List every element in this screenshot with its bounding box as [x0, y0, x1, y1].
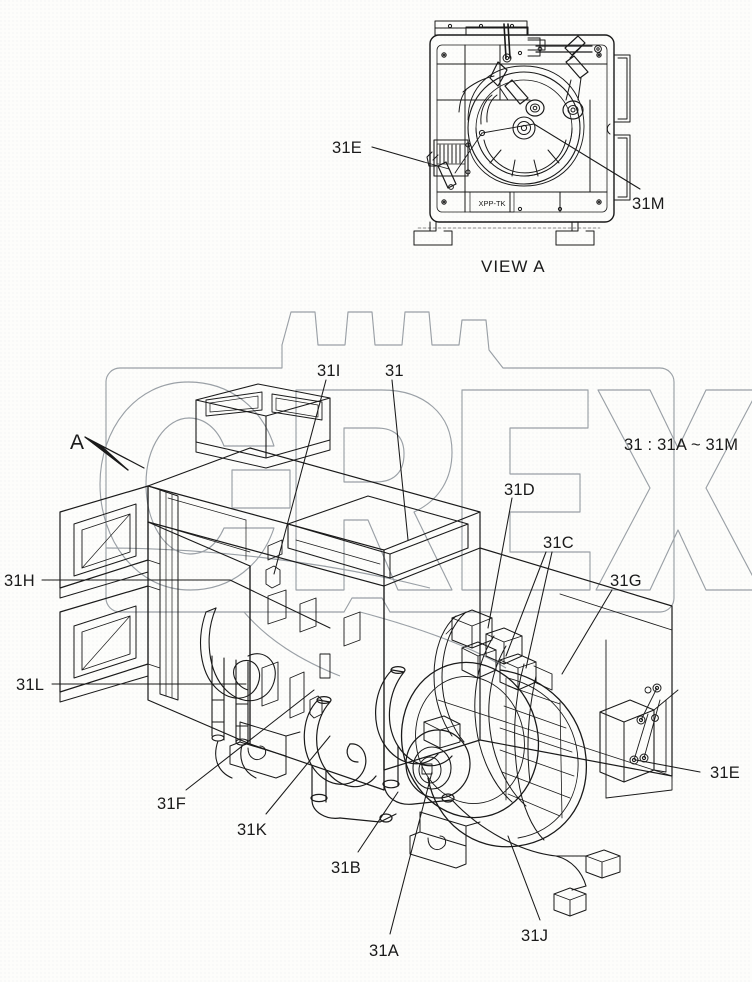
leader-31C-b: [525, 551, 553, 669]
callout-31f: 31F: [157, 795, 187, 813]
watermark-gear-outline: [105, 311, 675, 613]
leader-31M-detail: [533, 123, 641, 190]
resistor-box-right: [599, 683, 679, 783]
leader-lines-main: [41, 379, 701, 935]
watermark-letter-o: [99, 381, 291, 591]
leader-31M-detail-2: [481, 123, 535, 134]
duct-frame-lower: [59, 585, 161, 703]
leader-31J-line: [507, 835, 541, 921]
callout-31h: 31H: [4, 572, 35, 590]
detail-scroll-cowl: [458, 65, 585, 187]
watermark-swash-3: [243, 611, 341, 677]
lower-wire-harness: [451, 799, 621, 917]
hvac-main-body: [147, 447, 673, 799]
detail-linkage-right: [527, 35, 602, 120]
callout-31e-detail: 31E: [332, 139, 362, 157]
detail-linkage-left: [480, 23, 545, 125]
hose-loop-center: [303, 695, 397, 823]
wiring-harness: [433, 611, 545, 841]
callout-31i: 31I: [317, 362, 341, 380]
detail-upper-plate: [465, 26, 546, 51]
watermark-letter-e: [461, 389, 591, 591]
leader-31E-detail-2: [423, 161, 450, 170]
leader-31G: [561, 589, 613, 675]
watermark-letter-x: [595, 389, 752, 591]
duct-frame-upper: [59, 485, 161, 599]
intake-box-top: [195, 383, 331, 469]
watermark-letter-r: [295, 389, 453, 591]
callout-31d: 31D: [504, 481, 535, 499]
callout-31g: 31G: [610, 572, 642, 590]
watermark-swash-1: [105, 547, 431, 589]
callout-31m-detail: 31M: [632, 195, 665, 213]
section-marker-a: A: [70, 431, 85, 454]
section-arrow-a: [84, 436, 145, 471]
leader-31F-line: [185, 689, 315, 791]
base-mount-brackets: [229, 721, 481, 869]
callout-31l: 31L: [16, 676, 45, 694]
duct-side-panel: [159, 489, 179, 701]
watermark-swash-2: [359, 611, 507, 669]
detail-control-box: [426, 139, 471, 190]
sensor-clip: [265, 565, 323, 719]
detail-nameplate: [469, 191, 515, 213]
leader-31B-line: [357, 791, 399, 853]
leader-31: [391, 379, 409, 541]
blower-scroll-housing: [400, 661, 587, 848]
view-a-title: VIEW A: [481, 257, 546, 276]
leader-31E-detail: [371, 146, 425, 163]
leader-31D: [487, 497, 513, 629]
leader-31E-main: [635, 759, 701, 773]
connector-cluster: [445, 609, 553, 691]
hose-tubes-vertical: [211, 655, 257, 779]
legend-range: 31 : 31A ~ 31M: [624, 436, 739, 454]
callout-31c: 31C: [543, 534, 574, 552]
detail-feet: [413, 221, 601, 246]
leader-31C-a: [505, 551, 547, 657]
leader-31A-line: [389, 771, 433, 935]
leader-31H: [41, 579, 331, 629]
detail-right-flange: [606, 54, 631, 201]
hose-loop-right: [374, 665, 455, 805]
leader-31I: [273, 379, 327, 575]
body-small-brackets: [167, 497, 361, 719]
callout-31e-main: 31E: [710, 764, 740, 782]
leader-31K-line: [265, 735, 331, 815]
callout-31b: 31B: [331, 859, 361, 877]
callout-31k: 31K: [237, 821, 267, 839]
detail-main-housing: [429, 34, 615, 223]
callout-31j: 31J: [521, 927, 549, 945]
detail-plate-text: XPP-TK: [478, 199, 505, 208]
callout-31: 31: [385, 362, 404, 380]
callout-31a: 31A: [369, 942, 399, 960]
